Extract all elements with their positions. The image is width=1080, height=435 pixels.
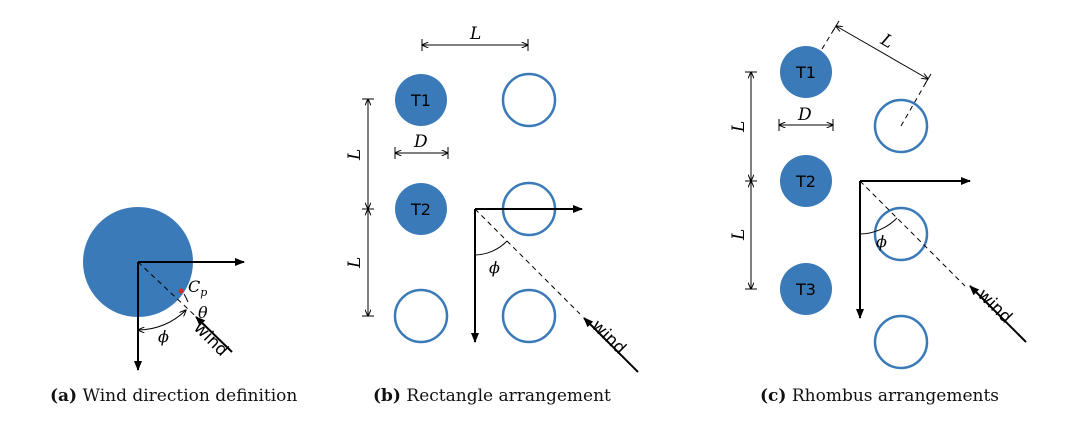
cylinder-T1 (395, 74, 447, 126)
wind-arrow (969, 285, 1027, 343)
theta-label: θ (198, 303, 208, 322)
panel-b: L L L D T1 T2 ϕ wind (345, 24, 639, 373)
label-T3: T3 (795, 280, 816, 299)
cylinder-empty (393, 288, 449, 344)
dim-line-L-diag (836, 26, 928, 79)
cylinder-empty (501, 288, 557, 344)
cylinder-T2 (780, 155, 832, 207)
phi-arc (859, 217, 898, 235)
caption-b: (b) Rectangle arrangement (373, 386, 611, 406)
caption-tag: (b) (373, 386, 401, 406)
dim-label-L-mid: L (345, 149, 365, 161)
panel-a: Cp θ ϕ wind (83, 207, 245, 371)
dim-label-D: D (797, 105, 812, 125)
phi-label: ϕ (876, 232, 887, 251)
caption-c: (c) Rhombus arrangements (760, 386, 999, 406)
cylinder-empty (873, 314, 929, 370)
phi-arc (474, 240, 508, 256)
phi-label: ϕ (489, 258, 500, 277)
label-T2: T2 (795, 172, 816, 191)
dim-label-L-diag: L (876, 29, 897, 52)
caption-text: Rhombus arrangements (791, 386, 1000, 406)
cp-marker (178, 288, 184, 294)
cylinder-empty (873, 206, 929, 262)
caption-text: Rectangle arrangement (406, 386, 611, 406)
wind-label: wind (587, 316, 630, 359)
caption-text: Wind direction definition (82, 386, 298, 406)
phi-label: ϕ (158, 327, 169, 346)
cylinder-T2 (395, 183, 447, 235)
wind-arrow (195, 316, 233, 353)
wind-label: wind (973, 285, 1016, 328)
wind-direction-dashed-line (474, 208, 581, 315)
caption-a: (a) Wind direction definition (50, 386, 297, 406)
dim-label-D: D (413, 132, 428, 152)
caption-tag: (a) (50, 386, 78, 406)
label-T1: T1 (795, 63, 816, 82)
wind-arrow (583, 317, 639, 373)
dim-label-L-lower: L (729, 229, 749, 241)
wind-direction-dashed-line (137, 261, 206, 326)
dim-label-L-low: L (345, 257, 365, 269)
cp-label: Cp (188, 277, 207, 299)
label-T1: T1 (410, 91, 431, 110)
caption-tag: (c) (760, 386, 787, 406)
phi-arc (138, 310, 186, 330)
cylinder-T3 (780, 263, 832, 315)
theta-arc (183, 293, 189, 303)
panel-c: L L L D T1 T2 T3 ϕ wind (729, 20, 1027, 370)
wind-label: wind (189, 318, 232, 361)
label-T2: T2 (410, 200, 431, 219)
cylinder-empty (873, 98, 929, 154)
cylinder-empty (501, 72, 557, 128)
dim-label-L-top: L (469, 24, 481, 44)
wind-direction-dashed-line (859, 180, 966, 287)
cylinder-T1 (780, 46, 832, 98)
dim-label-L-upper: L (729, 121, 749, 133)
